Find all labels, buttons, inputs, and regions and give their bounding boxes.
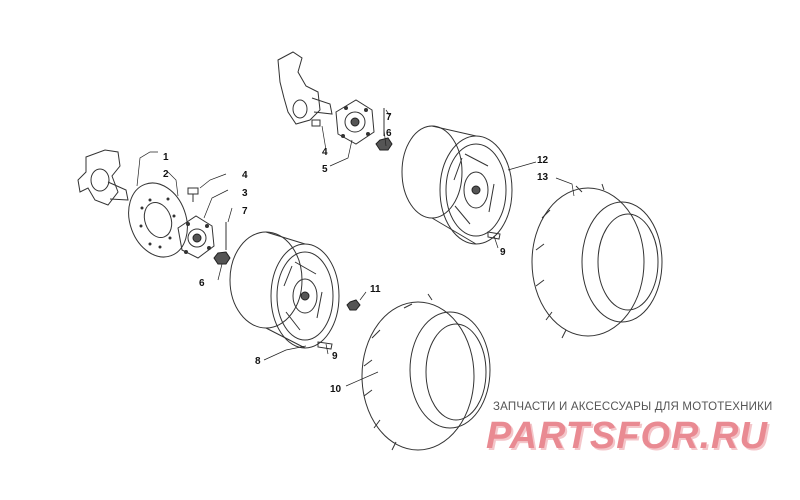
left-bolt <box>187 187 199 202</box>
callout-6-rear: 6 <box>386 128 392 139</box>
callout-12: 12 <box>537 155 549 166</box>
leader-lines <box>136 109 575 387</box>
brake-disc <box>128 182 188 258</box>
callout-3: 3 <box>242 188 248 199</box>
watermark-brand-logo: PARTSFOR.RU <box>486 415 768 457</box>
rear-rim <box>401 125 513 245</box>
rear-valve-stem <box>487 231 501 240</box>
callout-11: 11 <box>370 284 381 295</box>
rear-bolt <box>311 119 321 127</box>
callout-2: 2 <box>163 169 169 180</box>
front-tire <box>361 293 491 451</box>
rear-tire <box>531 183 663 339</box>
callout-10: 10 <box>330 384 342 395</box>
left-steering-knuckle <box>77 149 129 206</box>
left-wheel-hub <box>177 215 215 259</box>
callout-7: 7 <box>242 206 248 217</box>
callout-8: 8 <box>255 356 261 367</box>
callout-5: 5 <box>322 164 328 175</box>
front-valve-stem <box>317 341 333 350</box>
left-hub-nut <box>213 251 231 265</box>
callout-6: 6 <box>199 278 205 289</box>
rear-hub-nut <box>375 137 393 151</box>
callout-13: 13 <box>537 172 549 183</box>
front-lug-nut <box>346 299 361 311</box>
callout-9-rear: 9 <box>500 247 506 258</box>
callout-4: 4 <box>242 170 248 181</box>
callout-9: 9 <box>332 351 338 362</box>
callout-4-rear: 4 <box>322 147 328 158</box>
front-rim <box>229 231 340 349</box>
callout-labels: 1 2 3 4 4 5 6 6 7 7 8 9 9 10 11 12 13 <box>163 112 549 395</box>
rear-wheel-hub <box>335 99 375 145</box>
watermark-tagline: ЗАПЧАСТИ И АКСЕССУАРЫ ДЛЯ МОТОТЕХНИКИ <box>493 401 773 413</box>
callout-7-rear: 7 <box>386 112 392 123</box>
callout-1: 1 <box>163 152 169 163</box>
rear-trailing-arm-knuckle <box>277 51 333 125</box>
